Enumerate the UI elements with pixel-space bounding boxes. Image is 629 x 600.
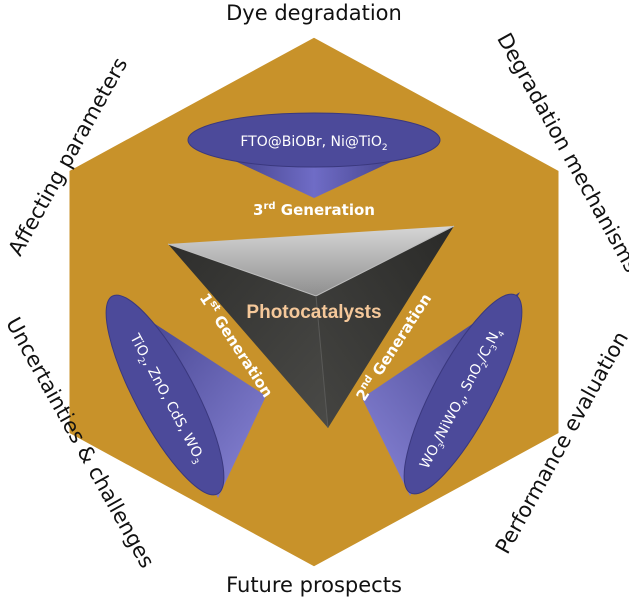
second-generation-cone: WO3/NiWO4, SnO2/C3N4	[362, 292, 523, 496]
third-generation-label: 3rd Generation	[253, 201, 375, 219]
photocatalyst-pyramid	[167, 225, 455, 429]
third-generation-cone: FTO@BiOBr, Ni@TiO2	[187, 112, 441, 198]
center-label: Photocatalysts	[246, 302, 381, 323]
third-generation-materials: FTO@BiOBr, Ni@TiO2	[240, 134, 387, 153]
third-generation-disk	[187, 112, 441, 168]
label-dye-degradation: Dye degradation	[226, 1, 402, 25]
label-future-prospects: Future prospects	[226, 573, 402, 597]
first-generation-disk	[105, 294, 225, 496]
first-generation-cone: TiO2, ZnO, CdS, WO3	[105, 294, 266, 498]
second-generation-disk	[403, 293, 523, 495]
